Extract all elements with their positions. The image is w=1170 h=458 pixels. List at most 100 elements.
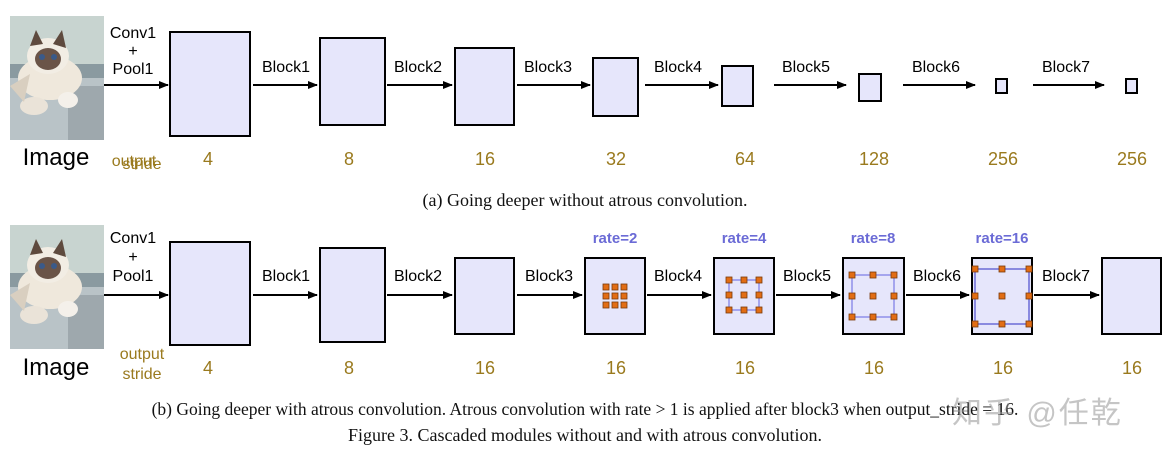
kernel-dot bbox=[611, 283, 619, 291]
kernel-dot bbox=[740, 306, 748, 314]
figure-caption: Figure 3. Cascaded modules without and w… bbox=[348, 425, 822, 445]
kernel-dot bbox=[725, 276, 733, 284]
kernel-dot bbox=[971, 265, 979, 273]
kernel-dot bbox=[890, 313, 898, 321]
stride-value-b-1: 4 bbox=[203, 358, 213, 378]
edge-label-a-2: Block2 bbox=[394, 59, 442, 76]
rate-label-16: rate=16 bbox=[976, 230, 1029, 247]
edge-label-a-6: Block6 bbox=[912, 59, 960, 76]
stride-value-a-5: 64 bbox=[735, 149, 755, 169]
edge-label-a-4: Block4 bbox=[654, 59, 702, 76]
edge-label-a-3: Block3 bbox=[524, 59, 572, 76]
kernel-dot bbox=[755, 306, 763, 314]
edge-label-b-7: Block7 bbox=[1042, 268, 1090, 285]
output-stride-label-line1: output bbox=[120, 346, 165, 363]
kernel-dot bbox=[602, 292, 610, 300]
kernel-dot bbox=[869, 313, 877, 321]
kernel-dot bbox=[1025, 320, 1033, 328]
feature-block-a-5 bbox=[721, 65, 754, 107]
edge-label-b-3: Block3 bbox=[525, 268, 573, 285]
feature-block-b-2 bbox=[319, 247, 386, 343]
image-label: Image bbox=[23, 354, 90, 381]
panel-b: Image output stride Conv1 + Pool1 Block1… bbox=[10, 225, 1162, 383]
panel-a: Image output stride Conv1 + Pool1 Block1… bbox=[10, 16, 1147, 211]
stride-value-b-8: 16 bbox=[1122, 358, 1142, 378]
pool1-label: Pool1 bbox=[113, 61, 154, 78]
feature-block-b-1 bbox=[169, 241, 251, 346]
kernel-dot bbox=[740, 276, 748, 284]
stride-value-b-7: 16 bbox=[993, 358, 1013, 378]
stride-value-a-6: 128 bbox=[859, 149, 889, 169]
atrous-block-rate-4 bbox=[713, 257, 775, 335]
kernel-dot bbox=[755, 291, 763, 299]
stride-value-b-6: 16 bbox=[864, 358, 884, 378]
edge-label-b-1: Block1 bbox=[262, 268, 310, 285]
feature-block-a-6 bbox=[858, 73, 882, 102]
edge-label-b-6: Block6 bbox=[913, 268, 961, 285]
kernel-dot bbox=[890, 292, 898, 300]
image-label: Image bbox=[23, 144, 90, 171]
kernel-dot bbox=[890, 271, 898, 279]
feature-block-a-3 bbox=[454, 47, 515, 126]
caption-a: (a) Going deeper without atrous convolut… bbox=[423, 190, 748, 211]
stride-value-a-8: 256 bbox=[1117, 149, 1147, 169]
rate-label-4: rate=4 bbox=[722, 230, 767, 247]
kernel-dot bbox=[611, 301, 619, 309]
kernel-rate-4 bbox=[725, 276, 763, 314]
conv-plus-label: + bbox=[128, 249, 137, 266]
kernel-dot bbox=[602, 301, 610, 309]
kernel-dot bbox=[848, 313, 856, 321]
stride-value-b-3: 16 bbox=[475, 358, 495, 378]
conv-plus-label: + bbox=[128, 43, 137, 60]
feature-block-a-2 bbox=[319, 37, 386, 126]
feature-block-a-7 bbox=[995, 78, 1008, 94]
kernel-dot bbox=[971, 292, 979, 300]
kernel-dot bbox=[848, 271, 856, 279]
caption-b: (b) Going deeper with atrous convolution… bbox=[151, 399, 1019, 419]
kernel-dot bbox=[725, 306, 733, 314]
conv1-label: Conv1 bbox=[110, 230, 156, 247]
edge-label-b-4: Block4 bbox=[654, 268, 702, 285]
kernel-dot bbox=[998, 292, 1006, 300]
kernel-dot bbox=[620, 301, 628, 309]
stride-value-b-2: 8 bbox=[344, 358, 354, 378]
feature-block-a-4 bbox=[592, 57, 639, 117]
kernel-dot bbox=[620, 283, 628, 291]
watermark: 知乎 @任乾 bbox=[952, 397, 1123, 430]
rate-label-8: rate=8 bbox=[851, 230, 896, 247]
stride-value-a-2: 8 bbox=[344, 149, 354, 169]
kernel-rate-2 bbox=[602, 283, 628, 309]
stride-value-b-4: 16 bbox=[606, 358, 626, 378]
rate-label-2: rate=2 bbox=[593, 230, 638, 247]
edge-label-a-1: Block1 bbox=[262, 59, 310, 76]
edge-label-a-5: Block5 bbox=[782, 59, 830, 76]
stride-value-a-4: 32 bbox=[606, 149, 626, 169]
output-stride-label-line2: stride bbox=[122, 156, 161, 173]
kernel-dot bbox=[740, 291, 748, 299]
kernel-dot bbox=[725, 291, 733, 299]
kernel-dot bbox=[971, 320, 979, 328]
cat-photo-icon bbox=[10, 225, 104, 349]
pool1-label: Pool1 bbox=[113, 268, 154, 285]
kernel-dot bbox=[869, 292, 877, 300]
output-stride-label-line2: stride bbox=[122, 366, 161, 383]
kernel-rate-8 bbox=[848, 271, 898, 321]
kernel-dot bbox=[998, 320, 1006, 328]
stride-value-a-3: 16 bbox=[475, 149, 495, 169]
kernel-dot bbox=[1025, 292, 1033, 300]
feature-block-a-1 bbox=[169, 31, 251, 137]
kernel-dot bbox=[1025, 265, 1033, 273]
kernel-dot bbox=[620, 292, 628, 300]
edge-label-a-7: Block7 bbox=[1042, 59, 1090, 76]
kernel-dot bbox=[998, 265, 1006, 273]
conv1-label: Conv1 bbox=[110, 25, 156, 42]
kernel-dot bbox=[755, 276, 763, 284]
kernel-dot bbox=[869, 271, 877, 279]
kernel-rate-16 bbox=[971, 265, 1033, 328]
output-stride-label-line1: output bbox=[112, 153, 157, 170]
stride-value-b-5: 16 bbox=[735, 358, 755, 378]
feature-block-b-8 bbox=[1101, 257, 1162, 335]
edge-label-b-5: Block5 bbox=[783, 268, 831, 285]
feature-block-a-8 bbox=[1125, 78, 1138, 94]
